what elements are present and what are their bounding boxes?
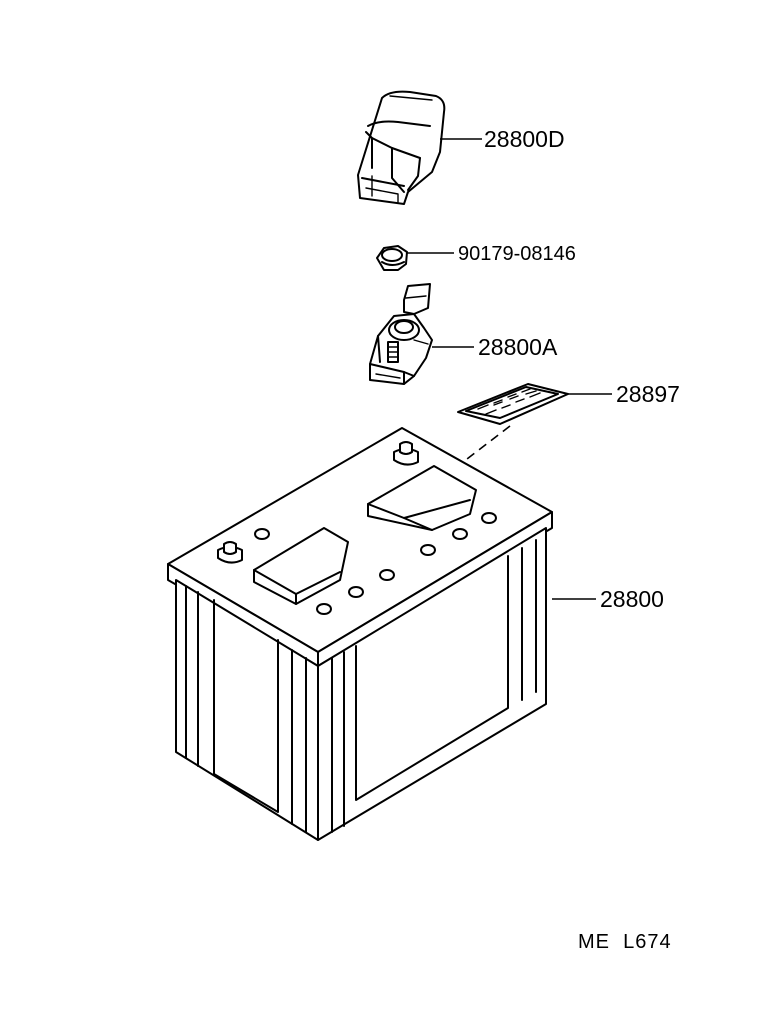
part-number-28800A: 28800A bbox=[478, 334, 558, 360]
part-number-28897: 28897 bbox=[616, 381, 680, 407]
battery-post-left bbox=[217, 541, 243, 564]
vent-caps bbox=[254, 512, 497, 615]
battery-terminal-28800A bbox=[369, 283, 433, 385]
nut-90179-08146 bbox=[376, 245, 408, 271]
part-number-28800: 28800 bbox=[600, 586, 664, 612]
battery-28800 bbox=[167, 427, 553, 841]
part-number-28800D: 28800D bbox=[484, 126, 565, 152]
battery-post-right bbox=[393, 441, 419, 466]
part-number-90179-08146: 90179-08146 bbox=[458, 243, 576, 265]
label-plate-28897 bbox=[457, 383, 569, 425]
diagram-reference-code: ME L674 bbox=[578, 931, 672, 953]
terminal-cover-28800D bbox=[357, 90, 446, 205]
